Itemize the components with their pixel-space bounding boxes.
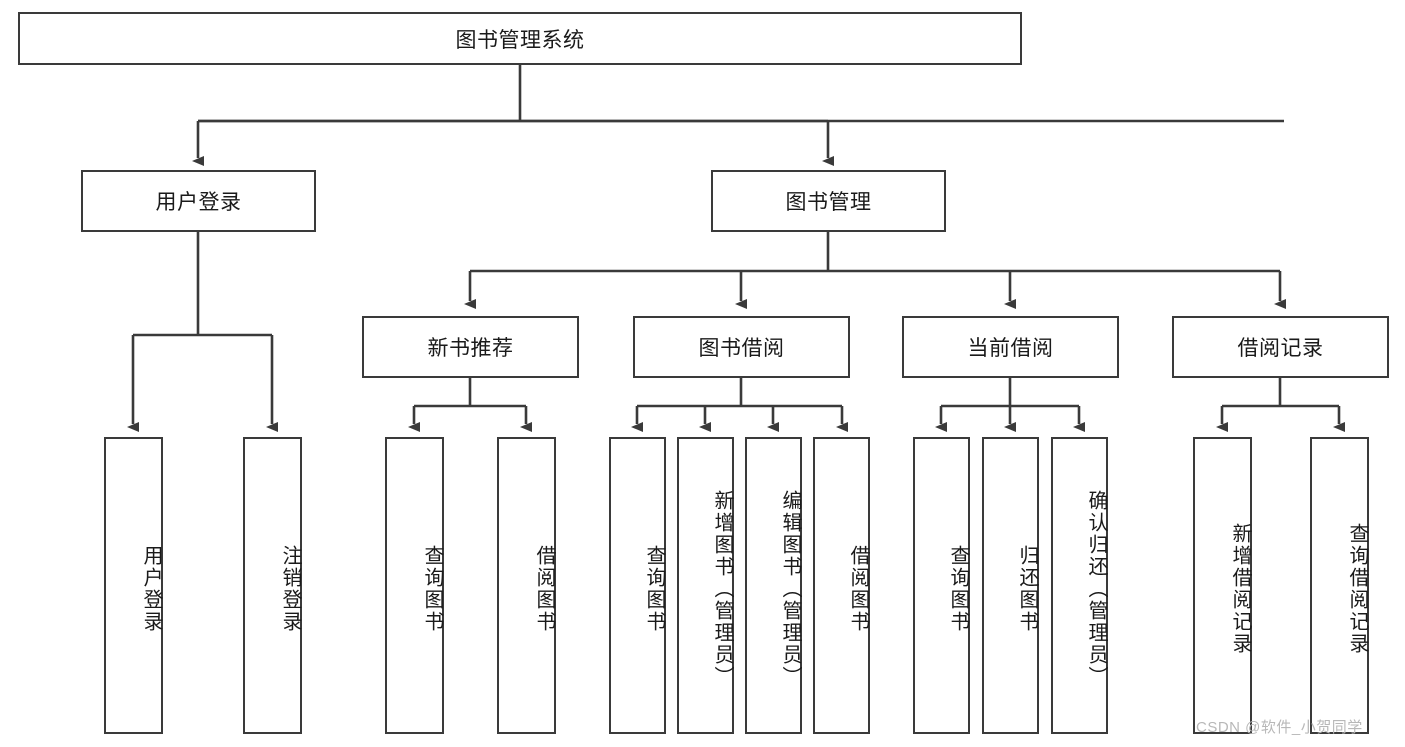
node-label: 查询图书 (947, 544, 969, 633)
node-label: 当前借阅 (967, 337, 1054, 360)
node-label: 确认归还（管理员） (1085, 489, 1107, 688)
leaf-user-login[interactable]: 用户登录 (104, 437, 163, 734)
node-label: 编辑图书（管理员） (779, 489, 801, 688)
leaf-query-borrow-record[interactable]: 查询借阅记录 (1310, 437, 1369, 734)
node-new-book-recommend[interactable]: 新书推荐 (362, 316, 579, 378)
node-label: 归还图书 (1016, 544, 1038, 633)
node-borrow-records[interactable]: 借阅记录 (1172, 316, 1389, 378)
node-book-borrow[interactable]: 图书借阅 (633, 316, 850, 378)
node-current-borrow[interactable]: 当前借阅 (902, 316, 1119, 378)
node-root-book-management-system[interactable]: 图书管理系统 (18, 12, 1022, 65)
leaf-query-book-recommend[interactable]: 查询图书 (385, 437, 444, 734)
node-label: 注销登录 (279, 544, 301, 633)
leaf-edit-book-admin[interactable]: 编辑图书（管理员） (745, 437, 802, 734)
node-label: 图书借阅 (698, 337, 785, 360)
node-label: 新增借阅记录 (1229, 522, 1251, 655)
node-book-management[interactable]: 图书管理 (711, 170, 946, 232)
node-label: 查询图书 (643, 544, 665, 633)
node-label: 图书管理系统 (455, 28, 585, 52)
node-user-login[interactable]: 用户登录 (81, 170, 316, 232)
node-label: 借阅图书 (847, 544, 869, 633)
leaf-query-book-borrow[interactable]: 查询图书 (609, 437, 666, 734)
leaf-borrow-book[interactable]: 借阅图书 (813, 437, 870, 734)
leaf-add-book-admin[interactable]: 新增图书（管理员） (677, 437, 734, 734)
leaf-confirm-return-admin[interactable]: 确认归还（管理员） (1051, 437, 1108, 734)
node-label: 用户登录 (155, 191, 242, 214)
leaf-query-book-current[interactable]: 查询图书 (913, 437, 970, 734)
node-label: 查询借阅记录 (1346, 522, 1368, 655)
node-label: 用户登录 (140, 544, 162, 633)
node-label: 新书推荐 (427, 337, 514, 360)
node-label: 借阅记录 (1237, 337, 1324, 360)
leaf-borrow-book-recommend[interactable]: 借阅图书 (497, 437, 556, 734)
leaf-return-book[interactable]: 归还图书 (982, 437, 1039, 734)
node-label: 查询图书 (421, 544, 443, 633)
node-label: 新增图书（管理员） (711, 489, 733, 688)
node-label: 借阅图书 (533, 544, 555, 633)
node-label: 图书管理 (785, 191, 872, 214)
leaf-logout[interactable]: 注销登录 (243, 437, 302, 734)
leaf-add-borrow-record[interactable]: 新增借阅记录 (1193, 437, 1252, 734)
csdn-watermark: CSDN @软件_小贺同学 (1196, 719, 1363, 736)
